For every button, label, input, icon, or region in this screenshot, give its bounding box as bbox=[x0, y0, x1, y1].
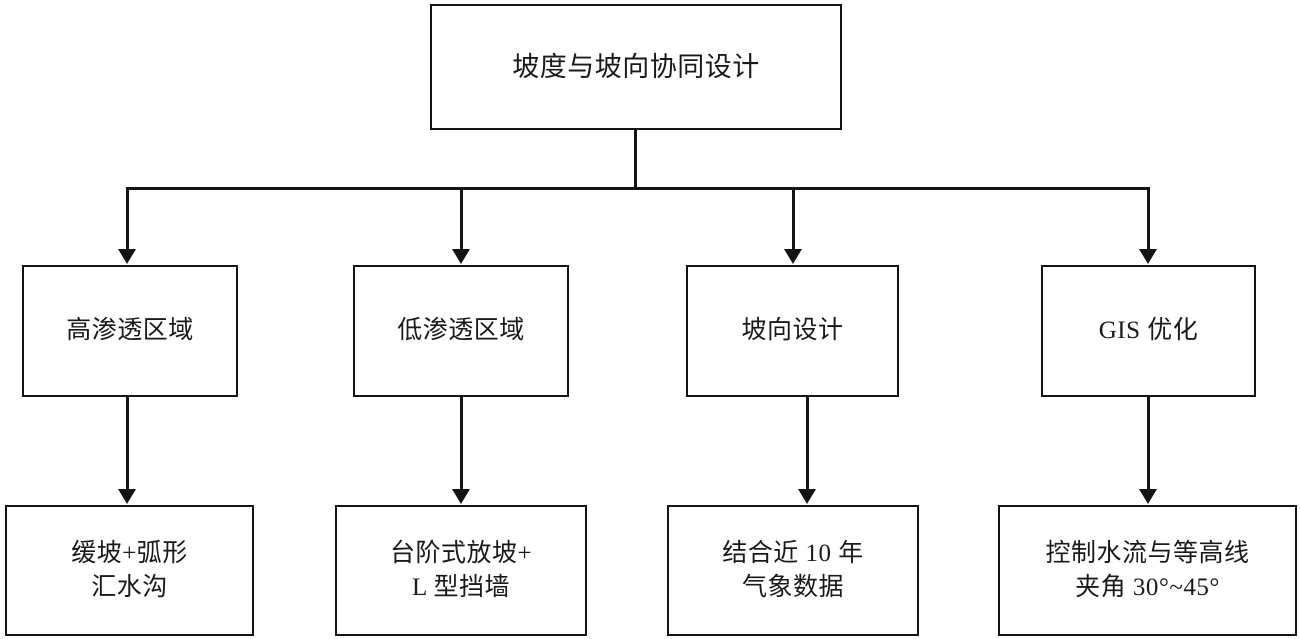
node-leaf-1-label: 台阶式放坡+ L 型挡墙 bbox=[389, 540, 533, 601]
arrowhead-leaf-2-icon bbox=[798, 489, 816, 504]
connector-drop-mid-0 bbox=[126, 187, 129, 251]
node-root-slope-aspect-design[interactable]: 坡度与坡向协同设计 bbox=[430, 4, 842, 130]
arrowhead-leaf-1-icon bbox=[452, 489, 470, 504]
node-flow-contour-angle[interactable]: 控制水流与等高线 夹角 30°~45° bbox=[998, 505, 1297, 636]
arrowhead-mid-3-icon bbox=[1139, 249, 1157, 264]
node-mid-0-label: 高渗透区域 bbox=[66, 317, 194, 345]
arrowhead-mid-1-icon bbox=[452, 249, 470, 264]
connector-root-stem bbox=[634, 129, 637, 189]
connector-drop-leaf-2 bbox=[806, 397, 809, 491]
connector-drop-mid-3 bbox=[1147, 187, 1150, 251]
node-low-permeability-zone[interactable]: 低渗透区域 bbox=[353, 265, 569, 397]
node-mid-1-label: 低渗透区域 bbox=[397, 317, 525, 345]
node-mid-3-label: GIS 优化 bbox=[1098, 317, 1199, 345]
connector-drop-mid-1 bbox=[460, 187, 463, 251]
node-gis-optimization[interactable]: GIS 优化 bbox=[1041, 265, 1256, 397]
node-leaf-2-label: 结合近 10 年 气象数据 bbox=[722, 540, 864, 601]
arrowhead-leaf-0-icon bbox=[118, 489, 136, 504]
node-root-label: 坡度与坡向协同设计 bbox=[512, 51, 760, 82]
arrowhead-mid-2-icon bbox=[784, 249, 802, 264]
arrowhead-mid-0-icon bbox=[118, 249, 136, 264]
node-leaf-3-label: 控制水流与等高线 夹角 30°~45° bbox=[1045, 540, 1250, 601]
connector-horizontal-bus bbox=[126, 187, 1150, 190]
arrowhead-leaf-3-icon bbox=[1139, 489, 1157, 504]
node-stepped-slope-l-retaining-wall[interactable]: 台阶式放坡+ L 型挡墙 bbox=[335, 505, 587, 636]
node-leaf-0-label: 缓坡+弧形 汇水沟 bbox=[71, 540, 188, 601]
node-high-permeability-zone[interactable]: 高渗透区域 bbox=[22, 265, 238, 397]
connector-drop-leaf-1 bbox=[460, 397, 463, 491]
connector-drop-leaf-3 bbox=[1147, 397, 1150, 491]
node-mid-2-label: 坡向设计 bbox=[741, 317, 844, 345]
node-gentle-slope-arc-drain[interactable]: 缓坡+弧形 汇水沟 bbox=[5, 505, 254, 636]
node-ten-year-meteorological-data[interactable]: 结合近 10 年 气象数据 bbox=[667, 505, 919, 636]
node-aspect-design[interactable]: 坡向设计 bbox=[686, 265, 899, 397]
connector-drop-leaf-0 bbox=[126, 397, 129, 491]
connector-drop-mid-2 bbox=[792, 187, 795, 251]
